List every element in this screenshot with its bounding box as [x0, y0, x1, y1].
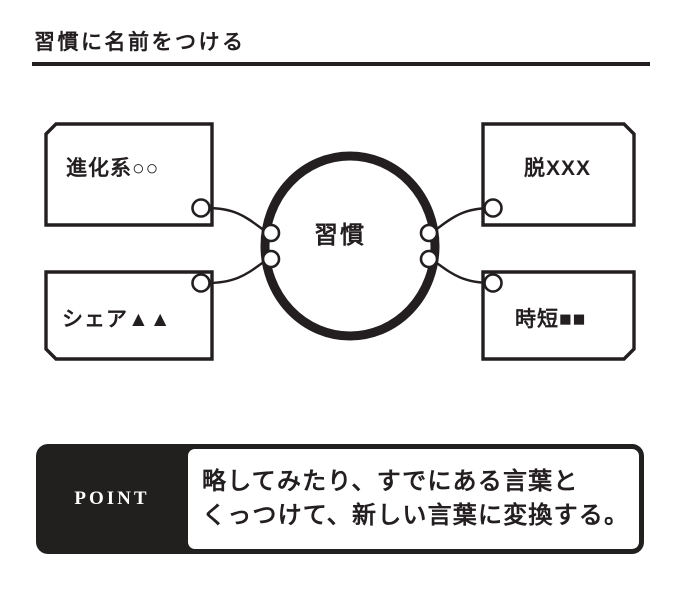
habit-naming-diagram: 進化系○○ 脱XXX シェア▲▲ 時短■■ 習慣 — [0, 95, 680, 395]
center-node-label: 習慣 — [314, 222, 366, 249]
tag-connector-dot-bottom-left — [191, 273, 211, 293]
tag-box-top-left — [44, 122, 214, 227]
tag-label-bottom-right: 時短■■ — [515, 308, 587, 331]
center-connector-dot-sw — [261, 249, 281, 269]
title-divider — [32, 62, 650, 66]
point-text-line-1: 略してみたり、すでにある言葉と — [202, 467, 579, 495]
center-connector-dot-se — [419, 249, 439, 269]
tag-connector-dot-bottom-right — [483, 273, 503, 293]
page-header: 習慣に名前をつける — [0, 0, 680, 72]
diagram-canvas — [44, 122, 636, 361]
center-connector-dot-ne — [419, 223, 439, 243]
point-text-line-2: くっつけて、新しい言葉に変換する。 — [202, 502, 630, 529]
tag-label-top-left: 進化系○○ — [66, 157, 160, 180]
tag-connector-dot-top-left — [191, 198, 211, 218]
tag-connector-dot-top-right — [483, 198, 503, 218]
page-title: 習慣に名前をつける — [34, 31, 246, 54]
point-text-body: 略してみたり、すでにある言葉と くっつけて、新しい言葉に変換する。 — [188, 449, 639, 549]
point-callout: POINT 略してみたり、すでにある言葉と くっつけて、新しい言葉に変換する。 — [36, 444, 644, 554]
tag-box-top-right — [481, 122, 636, 227]
point-badge-label: POINT — [74, 488, 150, 509]
center-connector-dot-nw — [261, 223, 281, 243]
center-ring — [260, 151, 440, 341]
tag-label-top-right: 脱XXX — [524, 157, 592, 180]
connector-line-bottom-left — [206, 258, 269, 285]
tag-box-bottom-right — [481, 270, 636, 361]
tag-label-bottom-left: シェア▲▲ — [62, 308, 172, 331]
tag-box-bottom-left — [44, 270, 214, 361]
